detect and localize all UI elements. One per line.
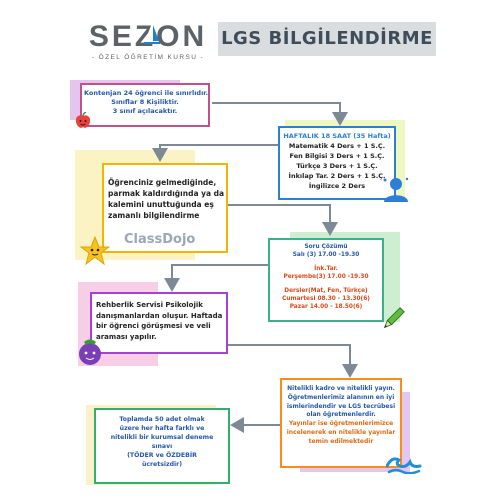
classdojo-card: Öğrenciniz gelmediğinde, parmak kaldırdı… <box>102 163 228 253</box>
schedule-line: İnkılap Tar. 2 Ders + 1 S.Ç. <box>288 172 386 180</box>
guidance-card: Rehberlik Servisi Psikolojik danışmanlar… <box>90 292 228 354</box>
exams-line: (TÖDER ve ÖZDEBİR <box>127 452 197 459</box>
classdojo-brand: ClassDojo <box>124 232 196 247</box>
guidance-line: bir öğrenci görüşmesi ve veli <box>96 322 211 330</box>
capacity-line: 3 sınıf açılacaktır. <box>112 107 178 115</box>
schedule-line: Fen Bilgisi 3 Ders + 1 S.Ç. <box>289 152 385 160</box>
title-banner: LGS BİLGİLENDİRME <box>218 22 436 56</box>
classdojo-line: parmak kaldırdığında ya da <box>108 189 225 198</box>
star-icon <box>80 236 110 266</box>
exams-card: Toplamda 50 adet olmak üzere her hafta f… <box>94 408 230 484</box>
wave-icon <box>386 457 422 474</box>
schedule-line: İngilizce 2 Ders <box>308 182 366 190</box>
exams-line: Toplamda 50 adet olmak <box>119 416 205 423</box>
eggplant-icon <box>79 339 101 365</box>
arrow <box>228 344 358 378</box>
question-line: Perşembe(3) 17.00 -19.30 <box>283 274 369 280</box>
publications-line: Yayınlar ise öğretmenlerimizce <box>288 420 394 428</box>
guidance-line: danışmanlardan oluşur. Haftada <box>96 311 223 320</box>
publications-line: incelenerek en nitelikle yayınlar <box>286 428 396 436</box>
classdojo-line: zamanlı bilgilendirme <box>108 211 200 220</box>
question-line: Salı (3) 17.00 -19.30 <box>292 252 360 258</box>
publications-line: temin edilmektedir <box>308 437 374 445</box>
question-line: Dersler(Mat, Fen, Türkçe) <box>284 288 368 294</box>
schedule-line: Türkçe 3 Ders + 1 S.Ç. <box>296 162 378 170</box>
question-line: Pazar 14.00 - 18.50(6) <box>289 304 363 310</box>
exams-line: sınavı <box>151 443 173 450</box>
schedule-header: HAFTALIK 18 SAAT (35 Hafta) <box>283 132 391 140</box>
guidance-line: Rehberlik Servisi Psikolojik <box>96 301 203 309</box>
capacity-line: Sınıflar 8 Kişiliktir. <box>111 98 179 106</box>
exams-line: nitelikli bir kurumsal deneme <box>110 434 214 441</box>
sail-icon <box>144 23 160 44</box>
teachers-line: Öğretmenlerimiz alanının en iyi <box>287 393 395 401</box>
logo-subtitle: - ÖZEL ÖĞRETİM KURSU - <box>91 54 205 61</box>
page-title: LGS BİLGİLENDİRME <box>221 28 433 49</box>
classdojo-line: Öğrenciniz gelmediğinde, <box>108 178 217 187</box>
question-solving-card: Soru Çözümü Salı (3) 17.00 -19.30 İnk.Ta… <box>268 238 384 322</box>
teachers-card: Nitelikli kadro ve nitelikli yayın. Öğre… <box>280 378 402 468</box>
pencil-icon <box>383 307 405 329</box>
teachers-line: ismlerindendir ve LGS tecrübesi <box>286 402 396 410</box>
arrow <box>212 102 348 126</box>
exams-line: ücretsizdir) <box>141 461 183 468</box>
exams-line: üzere her hafta farklı ve <box>119 425 205 432</box>
capacity-line: Kontenjan 24 öğrenci ile sınırlıdır. <box>84 89 209 97</box>
schedule-line: Matematik 4 Ders + 1 S.Ç. <box>288 142 386 150</box>
classdojo-line: kalemini unuttuğunda eş <box>108 200 214 209</box>
arrow <box>164 264 268 292</box>
arrow <box>152 144 278 162</box>
question-title: Soru Çözümü <box>304 244 348 250</box>
capacity-card: Kontenjan 24 öğrenci ile sınırlıdır. Sın… <box>80 83 210 127</box>
logo-text: SEZON <box>78 20 218 54</box>
arrow <box>228 204 338 236</box>
logo: SEZON - ÖZEL ÖĞRETİM KURSU - <box>78 20 218 66</box>
teachers-line: Nitelikli kadro ve nitelikli yayın. <box>287 385 395 392</box>
question-line: İnk.Tar. <box>314 266 338 272</box>
question-line: Cumartesi 08.30 - 13.30(6) <box>282 296 370 302</box>
teachers-line: olan öğretmenlerdir. <box>306 411 376 419</box>
student-icon <box>383 177 409 202</box>
apple-icon <box>75 112 91 128</box>
guidance-line: araması yapılır. <box>96 332 157 341</box>
schedule-card: HAFTALIK 18 SAAT (35 Hafta) Matematik 4 … <box>278 126 396 200</box>
